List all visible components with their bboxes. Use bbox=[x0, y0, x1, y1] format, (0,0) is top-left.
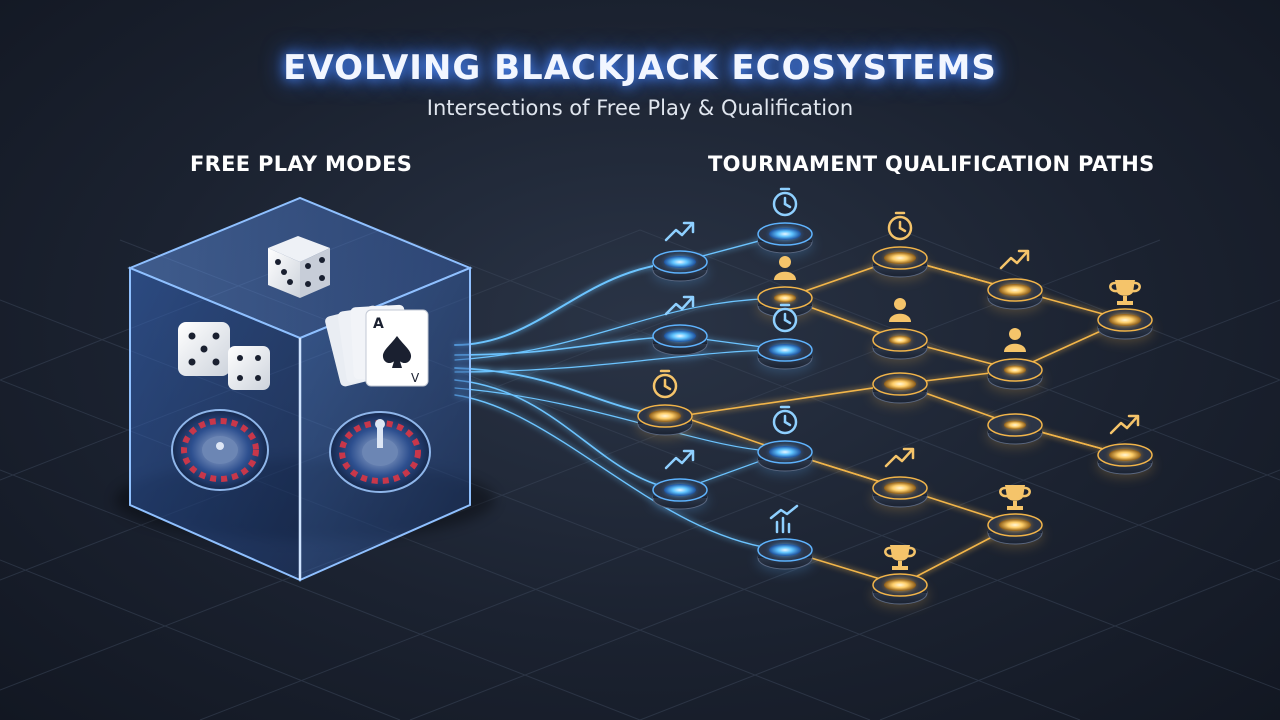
qualification-nodes bbox=[637, 222, 1153, 607]
stopwatch-icon bbox=[772, 405, 798, 435]
trend-up-icon bbox=[999, 249, 1030, 270]
roulette-wheel-icon bbox=[171, 409, 269, 491]
page-subtitle: Intersections of Free Play & Qualificati… bbox=[426, 96, 854, 120]
qualification-node bbox=[987, 413, 1043, 447]
qualification-node bbox=[987, 513, 1043, 547]
card-rank: A bbox=[373, 316, 384, 332]
bar-chart-icon bbox=[769, 504, 799, 534]
trophy-icon bbox=[999, 485, 1031, 510]
stopwatch-icon bbox=[887, 211, 913, 241]
trend-up-icon bbox=[884, 447, 915, 468]
qualification-node bbox=[1097, 443, 1153, 477]
trophy-icon bbox=[1109, 280, 1141, 305]
node-icons bbox=[652, 187, 1141, 570]
free-play-heading: FREE PLAY MODES bbox=[190, 152, 413, 176]
qualification-node bbox=[987, 358, 1043, 392]
qualification-node bbox=[872, 372, 928, 406]
qualification-node bbox=[757, 440, 813, 474]
qualification-heading: TOURNAMENT QUALIFICATION PATHS bbox=[708, 152, 1155, 176]
stopwatch-icon bbox=[772, 187, 798, 217]
person-icon bbox=[774, 256, 796, 280]
qualification-node bbox=[872, 328, 928, 362]
qualification-node bbox=[652, 250, 708, 284]
qualification-node bbox=[757, 338, 813, 372]
qualification-node bbox=[757, 222, 813, 256]
trend-up-icon bbox=[664, 295, 695, 316]
trophy-icon bbox=[884, 545, 916, 570]
dice-icon bbox=[178, 322, 270, 390]
qualification-node bbox=[1097, 308, 1153, 342]
qualification-node bbox=[757, 538, 813, 572]
playing-cards-icon: A V bbox=[325, 304, 429, 387]
stopwatch-icon bbox=[652, 369, 678, 399]
qualification-node bbox=[872, 573, 928, 607]
qualification-node bbox=[652, 478, 708, 512]
page-title: EVOLVING BLACKJACK ECOSYSTEMS bbox=[283, 48, 997, 88]
dice-icon bbox=[268, 236, 330, 298]
qualification-node bbox=[652, 324, 708, 358]
roulette-wheel-icon bbox=[329, 411, 431, 493]
trend-up-icon bbox=[664, 449, 695, 470]
qualification-node bbox=[872, 246, 928, 280]
card-rank-bottom: V bbox=[411, 371, 420, 385]
stopwatch-icon bbox=[772, 303, 798, 333]
trend-up-icon bbox=[664, 221, 695, 242]
person-icon bbox=[1004, 328, 1026, 352]
qualification-node bbox=[987, 278, 1043, 312]
trend-up-icon bbox=[1109, 414, 1140, 435]
qualification-node bbox=[872, 476, 928, 510]
qualification-node bbox=[637, 404, 693, 438]
blue-flow-lines bbox=[454, 233, 786, 551]
person-icon bbox=[889, 298, 911, 322]
